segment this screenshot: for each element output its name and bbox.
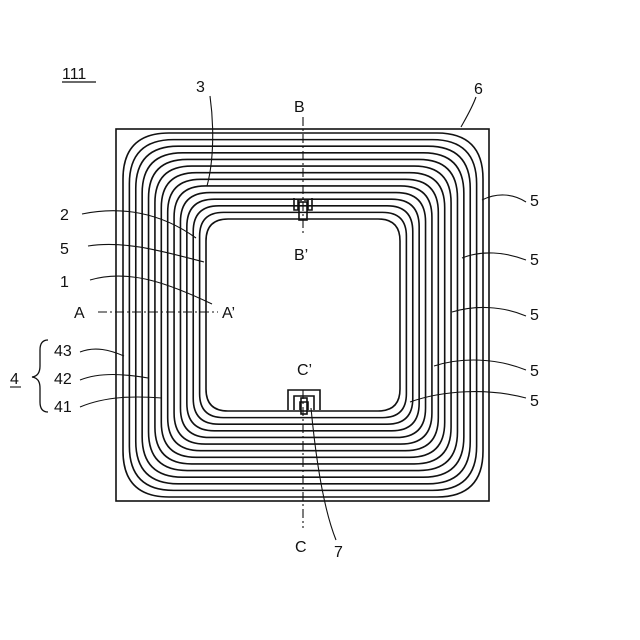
label-5-left: 5 xyxy=(60,241,69,258)
marker-c: C xyxy=(295,539,307,556)
leader-7 xyxy=(311,408,336,540)
marker-a: A xyxy=(74,305,85,322)
leader-41 xyxy=(80,397,162,407)
label-42: 42 xyxy=(54,371,72,388)
leader-2 xyxy=(82,211,196,238)
marker-c-prime: C’ xyxy=(297,362,312,379)
leader-43 xyxy=(80,349,124,356)
label-3: 3 xyxy=(196,79,205,96)
label-5-right-1: 5 xyxy=(530,193,539,210)
figure-number-text: 111 xyxy=(62,66,86,83)
label-5-right-4: 5 xyxy=(530,363,539,380)
leader-6 xyxy=(461,97,476,127)
marker-b: B xyxy=(294,99,305,116)
label-5-right-3: 5 xyxy=(530,307,539,324)
coil-trace xyxy=(180,193,425,438)
terminal-bottom xyxy=(288,390,320,410)
label-6: 6 xyxy=(474,81,483,98)
marker-a-prime: A’ xyxy=(222,305,235,322)
leader-42 xyxy=(80,375,148,381)
label-5-right-2: 5 xyxy=(530,252,539,269)
figure-number: 111 xyxy=(62,66,96,83)
coil-trace xyxy=(136,146,470,484)
label-1: 1 xyxy=(60,274,69,291)
label-7: 7 xyxy=(334,544,343,561)
label-4: 4 xyxy=(10,371,19,388)
leader-5-r5 xyxy=(410,392,526,402)
label-4-group: 4 xyxy=(10,371,21,388)
leader-5-r2 xyxy=(462,253,526,260)
label-5-right-5: 5 xyxy=(530,393,539,410)
brace-4 xyxy=(32,340,48,412)
label-41: 41 xyxy=(54,399,72,416)
label-2: 2 xyxy=(60,207,69,224)
marker-b-prime: B’ xyxy=(294,247,308,264)
label-43: 43 xyxy=(54,343,72,360)
leader-5-r4 xyxy=(434,360,526,370)
